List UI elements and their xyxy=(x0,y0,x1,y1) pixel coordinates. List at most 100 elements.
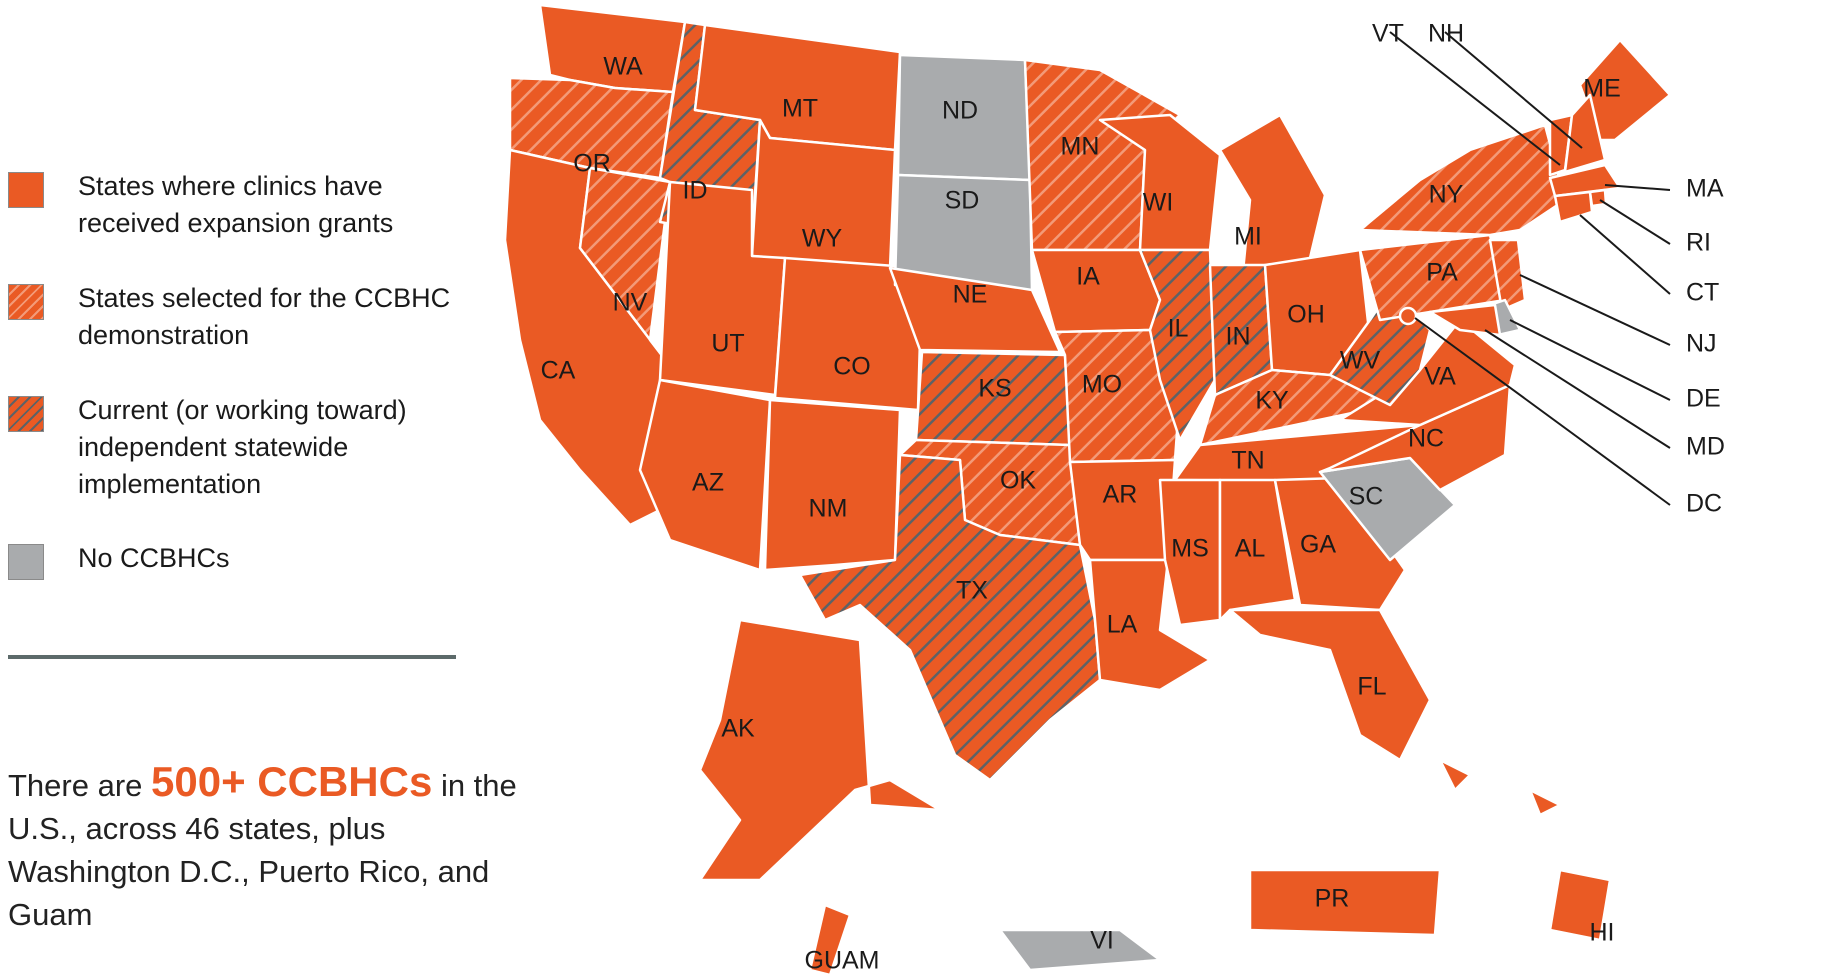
state-label-al: AL xyxy=(1235,535,1266,563)
state-vi xyxy=(998,928,1162,972)
state-label-ms: MS xyxy=(1171,535,1209,563)
state-label-guam: GUAM xyxy=(805,947,880,975)
state-nh xyxy=(1563,93,1607,174)
states-layer xyxy=(503,3,1672,977)
legend-label: No CCBHCs xyxy=(78,543,230,573)
callout-label-vt: VT xyxy=(1372,20,1404,48)
state-nm xyxy=(763,398,902,572)
state-label-sc: SC xyxy=(1349,483,1384,511)
state-label-la: LA xyxy=(1107,611,1138,639)
state-label-nv: NV xyxy=(613,289,648,317)
state-label-ia: IA xyxy=(1076,263,1100,291)
state-label-hi: HI xyxy=(1590,919,1615,947)
state-label-ak: AK xyxy=(721,715,755,743)
legend-item-statewide: Current (or working toward) independent … xyxy=(8,392,478,503)
summary-text: There are 500+ CCBHCs in the U.S., acros… xyxy=(8,760,528,936)
state-al xyxy=(1218,478,1297,622)
state-label-id: ID xyxy=(683,177,708,205)
callout-line-ri xyxy=(1599,199,1671,245)
legend-swatch-expansion xyxy=(8,172,44,208)
state-tx xyxy=(798,453,1102,782)
state-ne xyxy=(888,266,1062,354)
state-label-nm: NM xyxy=(809,495,848,523)
state-label-vi: VI xyxy=(1090,927,1114,955)
summary-highlight: 500+ CCBHCs xyxy=(151,758,433,805)
state-ct xyxy=(1553,190,1594,224)
summary-body: in the U.S., across 46 states, plus Wash… xyxy=(8,768,517,932)
callout-line-ct xyxy=(1579,214,1671,295)
legend-label: Current (or working toward) independent … xyxy=(78,395,407,499)
legend-item-demonstration: States selected for the CCBHC demonstrat… xyxy=(8,280,478,354)
state-label-ga: GA xyxy=(1300,531,1336,559)
state-label-va: VA xyxy=(1424,363,1456,391)
state-label-ok: OK xyxy=(1000,467,1036,495)
state-label-ca: CA xyxy=(541,357,576,385)
callout-line-md xyxy=(1484,329,1671,449)
state-nj xyxy=(1488,238,1527,312)
state-label-mo: MO xyxy=(1082,371,1122,399)
state-label-fl: FL xyxy=(1357,673,1386,701)
state-label-tn: TN xyxy=(1231,447,1264,475)
state-label-wa: WA xyxy=(603,53,643,81)
state-hi xyxy=(1438,758,1612,942)
state-label-tx: TX xyxy=(956,577,988,605)
state-label-az: AZ xyxy=(692,469,724,497)
state-label-il: IL xyxy=(1168,315,1189,343)
state-label-nc: NC xyxy=(1408,425,1444,453)
callout-label-ma: MA xyxy=(1686,175,1724,203)
state-dc xyxy=(1398,306,1418,326)
callout-line-nj xyxy=(1519,274,1671,346)
labels-layer: WA OR CA NV ID MT WY UT CO AZ NM ND SD NE KS OK TX MN IA MO… xyxy=(541,53,1621,975)
callout-label-ri: RI xyxy=(1686,229,1711,257)
state-ar xyxy=(1068,458,1177,562)
callout-line-ma xyxy=(1604,184,1671,191)
state-label-co: CO xyxy=(833,353,871,381)
state-ma xyxy=(1548,163,1622,198)
legend-item-expansion: States where clinics have received expan… xyxy=(8,168,478,242)
state-guam xyxy=(808,903,852,977)
summary-prefix: There are xyxy=(8,768,152,803)
state-label-wi: WI xyxy=(1143,189,1174,217)
legend-label: States selected for the CCBHC demonstrat… xyxy=(78,283,451,350)
state-label-ar: AR xyxy=(1103,481,1138,509)
callout-label-md: MD xyxy=(1686,433,1725,461)
callout-line-vt xyxy=(1389,31,1561,166)
state-ak xyxy=(698,618,942,882)
state-label-or: OR xyxy=(573,150,611,178)
legend-label: States where clinics have received expan… xyxy=(78,171,394,238)
callout-line-nh xyxy=(1444,31,1583,149)
state-label-sd: SD xyxy=(945,187,980,215)
divider xyxy=(8,655,456,659)
state-label-mt: MT xyxy=(782,95,818,123)
state-label-wv: WV xyxy=(1340,347,1381,375)
state-label-ne: NE xyxy=(953,281,988,309)
legend-item-none: No CCBHCs xyxy=(8,540,478,580)
state-az xyxy=(638,378,772,572)
state-label-nd: ND xyxy=(942,97,978,125)
state-md xyxy=(1428,303,1502,337)
callout-label-dc: DC xyxy=(1686,490,1722,518)
state-label-in: IN xyxy=(1226,323,1251,351)
callout-line-de xyxy=(1509,319,1671,401)
state-label-ut: UT xyxy=(711,330,744,358)
callout-label-de: DE xyxy=(1686,385,1721,413)
state-label-ks: KS xyxy=(978,375,1011,403)
state-label-wy: WY xyxy=(802,225,843,253)
legend-swatch-demonstration xyxy=(8,284,44,320)
state-label-oh: OH xyxy=(1287,301,1325,329)
callout-label-nj: NJ xyxy=(1686,330,1717,358)
state-label-ky: KY xyxy=(1255,387,1289,415)
state-label-pr: PR xyxy=(1315,885,1350,913)
state-label-me: ME xyxy=(1583,75,1621,103)
state-fl xyxy=(1228,608,1432,762)
legend-swatch-none xyxy=(8,544,44,580)
callout-label-ct: CT xyxy=(1686,279,1719,307)
state-label-mi: MI xyxy=(1234,223,1262,251)
state-label-ny: NY xyxy=(1429,181,1464,209)
state-label-mn: MN xyxy=(1061,133,1100,161)
state-pr xyxy=(1248,868,1442,937)
state-ms xyxy=(1158,478,1222,627)
state-label-pa: PA xyxy=(1426,259,1458,287)
